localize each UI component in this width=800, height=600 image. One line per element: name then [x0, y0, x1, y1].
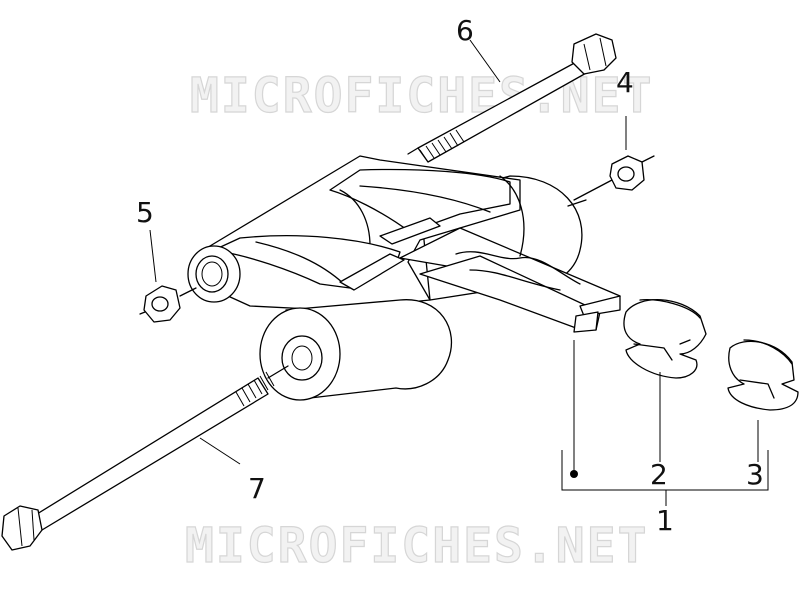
callout-2: 2 [650, 458, 668, 491]
assembly-dot [570, 470, 578, 478]
bolt-7 [1, 365, 289, 551]
swing-arm [187, 155, 621, 333]
callout-3: 3 [746, 458, 764, 491]
callout-6: 6 [456, 14, 474, 47]
bolt-7-thread [235, 371, 275, 407]
callout-1: 1 [656, 504, 674, 537]
assembly-bracket [561, 340, 769, 506]
bushing-3 [727, 339, 799, 462]
bolt-6 [407, 33, 617, 163]
callout-4: 4 [616, 66, 634, 99]
callout-5: 5 [136, 196, 154, 229]
pivot-cylinder [259, 299, 453, 401]
bolt-6-thread [419, 129, 465, 163]
watermark-bottom: MICROFICHES.NET [185, 518, 648, 574]
bushing-2 [623, 299, 707, 462]
nut-4 [573, 116, 655, 201]
callout-7: 7 [248, 472, 266, 505]
nut-5 [139, 229, 197, 323]
leader-6 [469, 39, 501, 83]
watermark-top: MICROFICHES.NET [190, 68, 653, 124]
